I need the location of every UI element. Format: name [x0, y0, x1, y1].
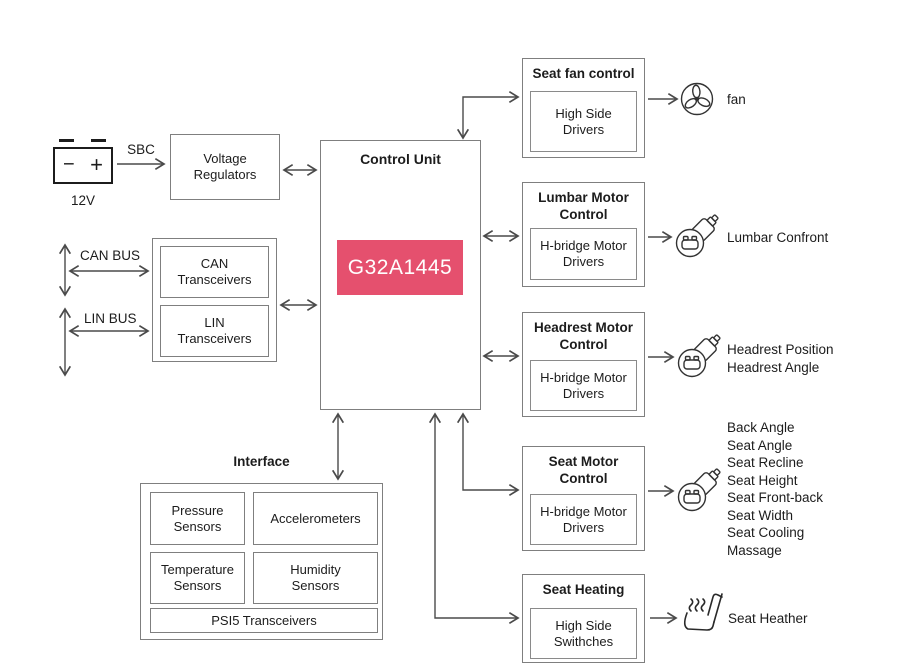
- high-side-switches-box: High Side Swithches: [530, 608, 637, 659]
- battery-terminal-plus: [91, 139, 106, 142]
- high-side-drivers-box: High Side Drivers: [530, 91, 637, 152]
- fan-output-label: fan: [727, 92, 746, 107]
- seat-heating-output-label: Seat Heather: [728, 611, 808, 626]
- battery-12v: − +: [53, 139, 113, 184]
- seat-motor-control-title: Seat Motor Control: [548, 454, 619, 486]
- wire-control-unit-seat-fan: [456, 90, 520, 140]
- wire-control-unit-seat-motor: [456, 412, 520, 497]
- accelerometers-box: Accelerometers: [253, 492, 378, 545]
- interface-title: Interface: [233, 454, 290, 469]
- seat-heating-box: Seat Heating High Side Swithches: [522, 574, 645, 663]
- seat-motor-output-label: Back Angle Seat Angle Seat Recline Seat …: [727, 420, 824, 558]
- temperature-sensors-box: Temperature Sensors: [150, 552, 245, 604]
- lin-transceivers-box: LIN Transceivers: [160, 305, 269, 357]
- pressure-sensors-box: Pressure Sensors: [150, 492, 245, 545]
- headrest-motor-control-box: Headrest Motor Control H-bridge Motor Dr…: [522, 312, 645, 417]
- seat-heater-icon: [683, 593, 723, 631]
- psi5-transceivers-box: PSI5 Transceivers: [150, 608, 378, 633]
- motor-icon: [677, 464, 725, 512]
- battery-terminal-minus: [59, 139, 74, 142]
- voltage-regulators-box: Voltage Regulators: [170, 134, 280, 200]
- h-bridge-motor-drivers-box: H-bridge Motor Drivers: [530, 228, 637, 280]
- lumbar-motor-control-box: Lumbar Motor Control H-bridge Motor Driv…: [522, 182, 645, 287]
- fan-icon: [680, 82, 714, 116]
- lin-bus-label: LIN BUS: [84, 311, 137, 326]
- control-unit-title: Control Unit: [360, 151, 441, 167]
- can-bus-label: CAN BUS: [80, 248, 141, 263]
- seat-motor-control-box: Seat Motor Control H-bridge Motor Driver…: [522, 446, 645, 551]
- humidity-sensors-box: Humidity Sensors: [253, 552, 378, 604]
- battery-voltage-label: 12V: [70, 193, 96, 208]
- seat-fan-control-title: Seat fan control: [532, 66, 635, 81]
- headrest-motor-control-title: Headrest Motor Control: [533, 320, 633, 352]
- battery-minus-sign: −: [63, 153, 75, 176]
- motor-icon: [675, 210, 723, 258]
- seat-heating-title: Seat Heating: [542, 582, 625, 597]
- h-bridge-motor-drivers-box: H-bridge Motor Drivers: [530, 360, 637, 411]
- can-transceivers-box: CAN Transceivers: [160, 246, 269, 298]
- battery-plus-sign: +: [90, 151, 103, 177]
- wire-control-unit-seat-heating: [428, 412, 520, 625]
- headrest-output-label: Headrest Position Headrest Angle: [727, 342, 834, 375]
- h-bridge-motor-drivers-box: H-bridge Motor Drivers: [530, 494, 637, 545]
- lumbar-motor-control-title: Lumbar Motor Control: [538, 190, 629, 222]
- chip-badge: G32A1445: [337, 240, 463, 295]
- seat-fan-control-box: Seat fan control High Side Drivers: [522, 58, 645, 158]
- lumbar-output-label: Lumbar Confront: [727, 230, 829, 245]
- sbc-label: SBC: [127, 142, 155, 157]
- motor-icon: [677, 330, 725, 378]
